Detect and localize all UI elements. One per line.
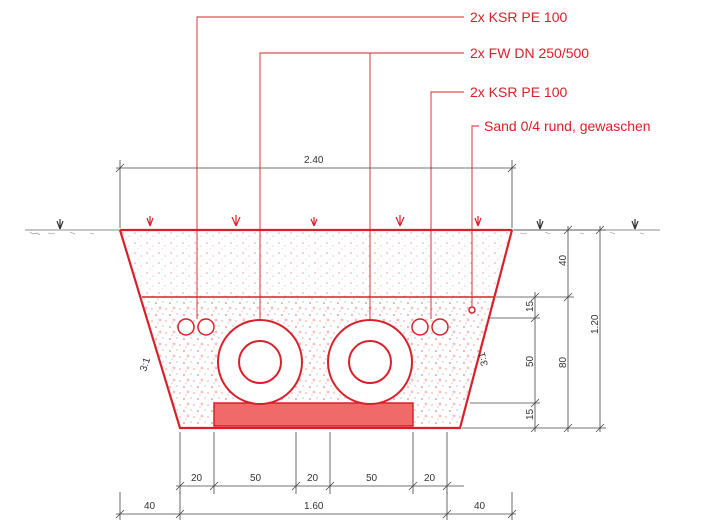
label-fw: 2x FW DN 250/500 bbox=[470, 45, 589, 61]
dim-right-15-bottom: 15 bbox=[525, 408, 536, 420]
slope-left: 3:1 bbox=[138, 356, 153, 373]
dim-seg-5: 20 bbox=[424, 473, 436, 484]
slope-right: 3:1 bbox=[477, 350, 491, 367]
dim-seg-3: 20 bbox=[307, 473, 319, 484]
leader-lines bbox=[196, 16, 479, 320]
dim-right-vertical: 40 15 50 80 15 1.20 bbox=[462, 225, 606, 433]
dim-bottom-left: 40 bbox=[144, 501, 156, 512]
dim-right-120: 1.20 bbox=[590, 314, 601, 334]
dim-right-80: 80 bbox=[558, 356, 569, 368]
label-ksr-top: 2x KSR PE 100 bbox=[470, 9, 567, 25]
sand-bedding-layer bbox=[142, 297, 494, 428]
fw-pipe-right bbox=[327, 319, 413, 405]
dim-seg-2: 50 bbox=[250, 473, 262, 484]
fw-pipe-left bbox=[217, 319, 303, 405]
bedding-block bbox=[213, 402, 414, 427]
sand-marker bbox=[468, 306, 476, 314]
dim-bottom-chain: 20 50 20 50 20 bbox=[175, 432, 464, 494]
dim-right-40: 40 bbox=[558, 254, 569, 266]
ksr-pipes-right bbox=[411, 318, 449, 336]
dim-bottom-overall: 40 1.60 40 bbox=[115, 492, 517, 520]
label-ksr-right: 2x KSR PE 100 bbox=[470, 84, 567, 100]
dim-top-width-text: 2.40 bbox=[304, 155, 324, 166]
dim-right-15-top: 15 bbox=[525, 300, 536, 312]
dim-seg-4: 50 bbox=[366, 473, 378, 484]
dim-bottom-right: 40 bbox=[474, 501, 486, 512]
dim-seg-1: 20 bbox=[191, 473, 203, 484]
label-sand: Sand 0/4 rund, gewaschen bbox=[484, 118, 651, 134]
dim-top-width: 2.40 bbox=[115, 155, 517, 228]
dim-bottom-total: 1.60 bbox=[304, 501, 324, 512]
ksr-pipes-left bbox=[177, 318, 215, 336]
grass-tufts bbox=[56, 215, 639, 230]
top-fill-layer bbox=[120, 230, 512, 297]
trench-outline bbox=[118, 228, 514, 430]
dim-right-50: 50 bbox=[525, 355, 536, 367]
